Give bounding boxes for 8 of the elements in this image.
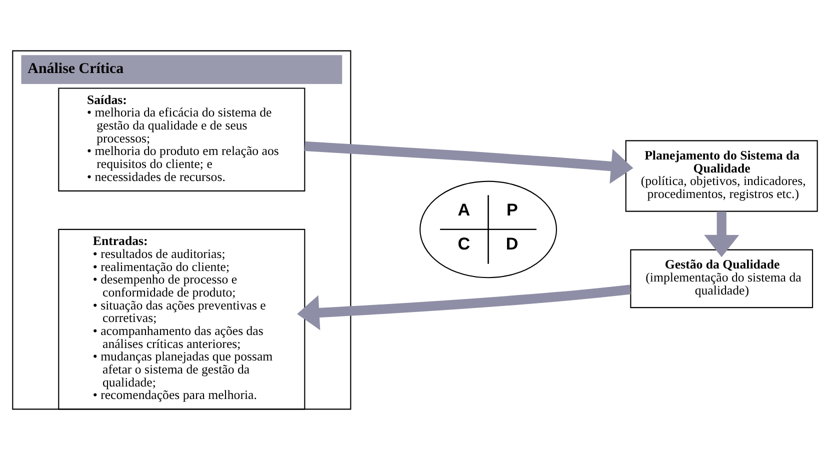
node-box: Entradas: • resultados de auditorias; • realimentação do cliente; • desempenho de processo e conformidade de produto; • situação das ações preventivas e corretivas; • acompanhamento das ações das análises críticas anteriores; • mudanças planejadas que possam afetar o sistema de gestão da qualidade; • recomendações para melhoria. — [58, 228, 306, 410]
node-box: Planejamento do Sistema da Qualidade (política, objetivos, indicadores, procedimentos, registros etc.) — [625, 140, 818, 212]
arrow — [704, 211, 740, 257]
arrow — [297, 284, 631, 330]
arrow — [304, 140, 634, 184]
node-box: Saídas: • melhoria da eficácia do sistema de gestão da qualidade e de seus processos; • melhoria do produto em relação aos requisitos do cliente; e • necessidades de recursos. — [58, 87, 306, 191]
node-box: Gestão da Qualidade (implementação do sistema da qualidade) — [630, 248, 814, 308]
node-ellipse: A P C D — [420, 180, 558, 278]
